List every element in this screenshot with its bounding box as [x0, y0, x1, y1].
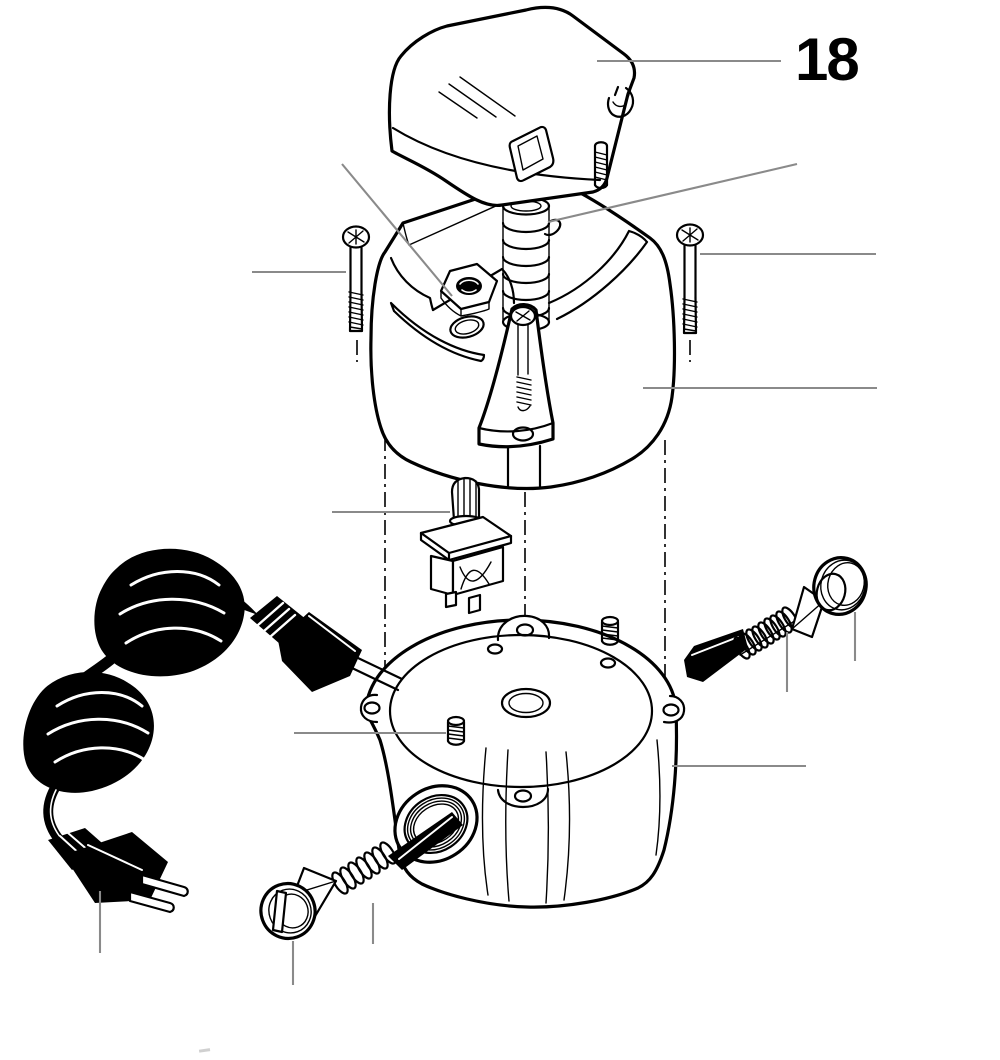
plug-prong-bottom: [128, 890, 175, 914]
power-cord: [23, 548, 404, 914]
threaded-stud-right: [600, 615, 620, 646]
cord-strain-relief-body: [278, 612, 362, 692]
base-small-hole-left: [486, 643, 504, 655]
boss-foot-hole: [511, 426, 535, 442]
cord-coil-lower: [23, 672, 154, 793]
base-center-hole-inner: [508, 692, 544, 714]
top-cover: [387, 5, 637, 208]
housing-oval-hole: [449, 315, 485, 339]
cover-window-outer: [508, 125, 555, 183]
base-lug-right-hole: [662, 703, 680, 717]
base-lug-bottom: [496, 787, 550, 809]
carbon-brush-right: [684, 629, 748, 682]
part-number-label: 18: [795, 26, 858, 93]
callout-lines: [98, 59, 877, 985]
motor-housing: [369, 174, 677, 491]
threaded-stud-left: [446, 715, 466, 746]
switch-body-left: [429, 554, 455, 597]
power-plug: [48, 828, 189, 914]
hex-nut: [439, 262, 499, 317]
callout-spring: [547, 162, 798, 224]
cord-lead-wires: [350, 656, 404, 692]
plug-prong-top: [140, 873, 189, 898]
boss-screw: [509, 305, 537, 412]
brush-cap-left: [259, 881, 317, 941]
base-side-flutes: [481, 739, 661, 904]
housing-dome-groove: [547, 229, 649, 321]
carbon-brush-left-highlight: [398, 816, 453, 860]
carbon-brush-assembly-right: [684, 556, 868, 682]
switch-rocker: [459, 561, 492, 590]
base-lug-bottom-hole: [513, 789, 533, 803]
cover-outline: [387, 5, 637, 208]
boss-column: [506, 444, 542, 490]
base-lug-left-hole: [363, 701, 381, 715]
screw-right: [675, 223, 705, 335]
base-lug-left: [359, 693, 379, 724]
power-switch: [419, 476, 513, 615]
cover-window-inner: [517, 135, 544, 171]
cover-hatch-lines: [438, 76, 516, 119]
brush-cap-right-mouth: [815, 572, 847, 612]
brush-spring-left: [331, 841, 397, 895]
screw-left: [341, 225, 371, 333]
carbon-brush-assembly-left: [259, 812, 463, 941]
cover-crease: [391, 126, 602, 182]
base-outline: [364, 618, 679, 909]
front-screw-boss: [477, 303, 555, 490]
brush-cap-left-slot: [271, 889, 288, 934]
carbon-brush-right-highlight: [691, 636, 739, 656]
brush-cap-right: [812, 556, 868, 616]
cord-coil-upper: [94, 548, 245, 677]
brush-spring-right: [733, 606, 799, 660]
base-top-face-edge: [388, 633, 654, 789]
switch-knob: [450, 476, 481, 522]
housing-tray-lip: [389, 301, 486, 363]
base-center-hole-outer: [500, 687, 552, 719]
cover-clip-tab: [606, 85, 635, 118]
callout-hex-nut: [341, 163, 453, 297]
cover-screw: [593, 141, 609, 190]
switch-terminal-left: [444, 590, 458, 609]
housing-tray-wall: [389, 256, 435, 312]
base-small-hole-right: [599, 657, 617, 669]
base-lug-top: [496, 614, 551, 642]
stray-mark: [198, 1048, 211, 1053]
switch-terminal-right: [467, 593, 482, 615]
carbon-brush-left: [388, 812, 463, 870]
